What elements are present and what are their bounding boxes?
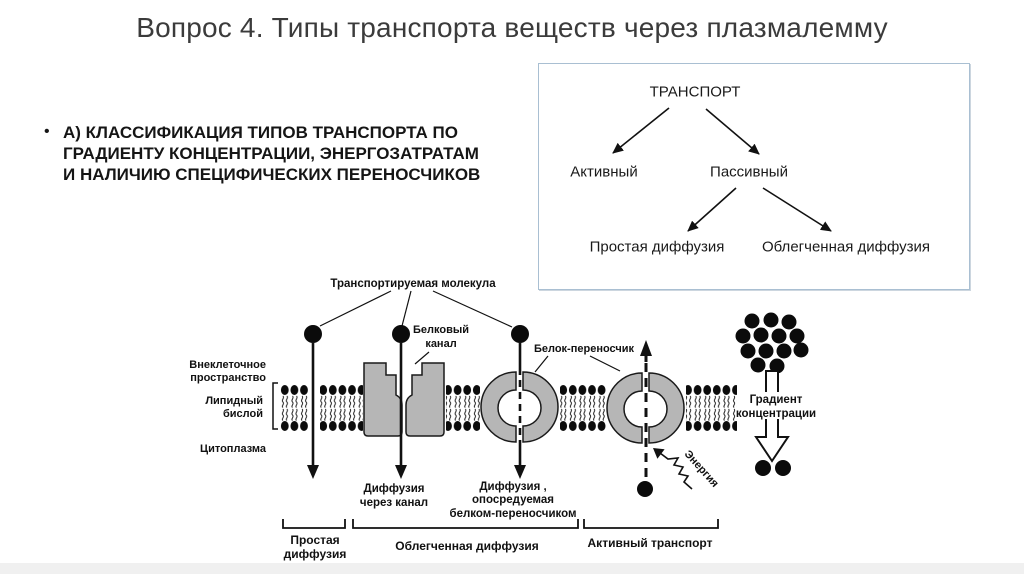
carrier-diffusion-arrow [514, 343, 526, 479]
flow-node-active: Активный [570, 163, 638, 181]
bullet-line: И НАЛИЧИЮ СПЕЦИФИЧЕСКИХ ПЕРЕНОСЧИКОВ [63, 165, 481, 184]
bullet-block: • А) КЛАССИФИКАЦИЯ ТИПОВ ТРАНСПОРТА ПО Г… [40, 122, 532, 185]
flow-node-transport: ТРАНСПОРТ [649, 83, 741, 101]
label-carrier-protein: Белок-переносчик [534, 343, 635, 355]
channel-diffusion-arrow [395, 343, 407, 479]
label-protein-channel: канал [425, 338, 456, 350]
active-transport-protein [606, 372, 685, 444]
label-lipid-bilayer: Липидный [205, 395, 263, 407]
arrow-passive-to-simple [687, 187, 737, 232]
molecule-dot [304, 325, 322, 343]
carrier-label-line [589, 355, 621, 372]
lipid-bilayer [280, 384, 737, 432]
label-simple-diffusion: диффузия [284, 547, 347, 561]
label-carrier-mediated-diffusion: белком-переносчиком [449, 508, 576, 520]
facilitated-diffusion-bracket [352, 519, 579, 529]
bullet-icon: • [44, 123, 50, 140]
label-concentration-gradient: концентрации [736, 408, 816, 420]
label-lipid-bilayer: бислой [223, 408, 263, 420]
gradient-molecule-cluster [735, 312, 809, 374]
label-simple-diffusion: Простая [290, 533, 339, 547]
molecule-pointer-lines [319, 290, 513, 328]
molecule-dot [775, 460, 791, 476]
flowchart-arrows [612, 107, 832, 232]
bullet-line: ГРАДИЕНТУ КОНЦЕНТРАЦИИ, ЭНЕРГОЗАТРАТАМ [63, 144, 479, 163]
membrane-section [446, 384, 480, 432]
label-extracellular-space: Внеклеточное [189, 359, 266, 371]
label-carrier-mediated-diffusion: опосредуемая [472, 494, 554, 506]
carrier-protein [480, 371, 559, 443]
label-extracellular-space: пространство [190, 372, 266, 384]
label-cytoplasm: Цитоплазма [200, 443, 267, 455]
channel-protein [363, 362, 445, 437]
simple-diffusion-bracket [282, 519, 346, 529]
arrow-transport-to-active [612, 107, 670, 154]
molecule-dot [392, 325, 410, 343]
membrane-section [320, 384, 363, 432]
membrane-transport-diagram: Транспортируемая молекула Белковый канал… [189, 278, 816, 561]
bilayer-bracket [272, 382, 278, 430]
label-diffusion-via-channel: Диффузия [364, 483, 425, 495]
footer-strip [0, 563, 1024, 574]
energy-arrow [653, 448, 693, 490]
flow-node-facilitated: Облегченная диффузия [761, 238, 931, 256]
molecule-dot [511, 325, 529, 343]
flow-node-passive: Пассивный [710, 163, 788, 181]
gradient-label-bg [737, 392, 816, 419]
label-transported-molecule: Транспортируемая молекула [330, 278, 496, 290]
arrow-passive-to-facilitated [762, 187, 832, 232]
label-energy: Энергия [682, 448, 721, 490]
bullet-text: А) КЛАССИФИКАЦИЯ ТИПОВ ТРАНСПОРТА ПО ГРА… [63, 122, 532, 185]
label-facilitated-diffusion: Облегченная диффузия [395, 539, 538, 553]
page-title: Вопрос 4. Типы транспорта веществ через … [136, 12, 888, 43]
label-concentration-gradient: Градиент [750, 394, 803, 406]
label-carrier-mediated-diffusion: Диффузия , [479, 481, 546, 493]
label-active-transport: Активный транспорт [588, 536, 713, 550]
bullet-line: А) КЛАССИФИКАЦИЯ ТИПОВ ТРАНСПОРТА ПО [63, 123, 458, 142]
molecule-dot [755, 460, 771, 476]
active-transport-bracket [583, 519, 719, 529]
active-transport-arrow [637, 340, 653, 497]
label-protein-channel: Белковый [413, 324, 469, 336]
label-diffusion-via-channel: через канал [360, 497, 428, 509]
membrane-section [560, 384, 607, 432]
channel-label-line [414, 351, 430, 365]
membrane-section [280, 384, 308, 432]
arrow-transport-to-passive [705, 108, 760, 155]
simple-diffusion-arrow [307, 343, 319, 479]
molecule-dot [637, 481, 653, 497]
membrane-section [686, 384, 737, 432]
transport-classification-panel: ТРАНСПОРТ Активный Пассивный Простая диф… [538, 63, 970, 290]
flow-node-simple: Простая диффузия [589, 238, 725, 256]
carrier-label-line [534, 355, 549, 373]
